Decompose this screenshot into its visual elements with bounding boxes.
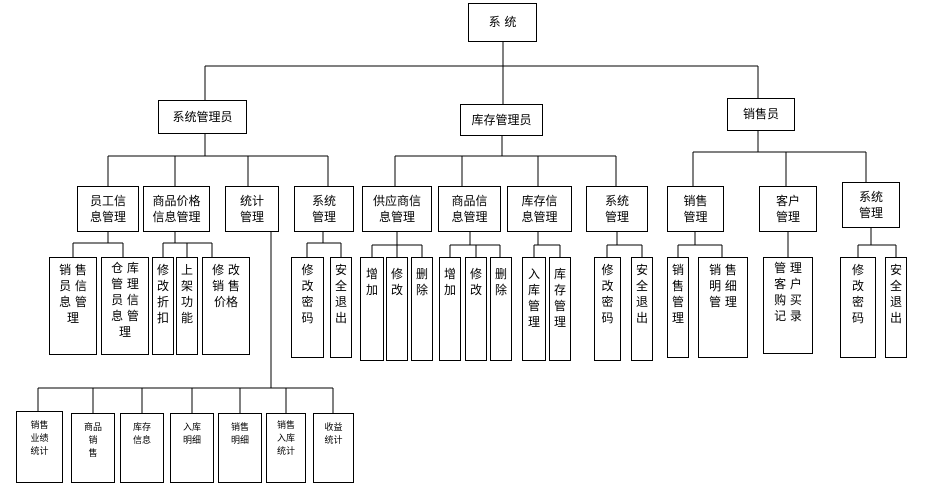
node-system-admin: 系统管理员	[158, 100, 247, 134]
node-inventory-info-mgmt: 库存信 息管理	[507, 186, 572, 232]
node-sales-mgmt: 销售 管理	[667, 186, 724, 232]
node-stock-sys-mgmt: 系统 管理	[586, 186, 648, 232]
leaf-goods-delete: 删 除	[490, 257, 512, 361]
leaf-supplier-edit: 修 改	[386, 257, 408, 361]
leaf-goods-edit: 修 改	[465, 257, 487, 361]
leaf-stock-safe-exit: 安 全 退 出	[631, 257, 653, 361]
leaf-goods-add: 增 加	[439, 257, 461, 361]
leaf-goods-sales-stats: 商品 销 售	[71, 413, 115, 483]
node-customer-mgmt: 客户 管理	[759, 186, 817, 232]
leaf-inventory-mgmt: 库 存 管 理	[549, 257, 571, 361]
leaf-sales-inbound-stats: 销售 入库 统计	[266, 413, 306, 483]
node-price-info-mgmt: 商品价格 信息管理	[143, 186, 210, 232]
leaf-customer-purchase-record: 管 理 客 户 购 买 记 录	[763, 257, 813, 354]
node-stock-admin: 库存管理员	[460, 104, 543, 136]
root-node: 系 统	[468, 3, 537, 42]
leaf-modify-discount: 修 改 折 扣	[152, 257, 174, 355]
leaf-sales-detail-mgmt: 销 售 明 细 管 理	[698, 257, 748, 358]
leaf-sales-change-password: 修 改 密 码	[840, 257, 876, 358]
leaf-modify-sale-price: 修 改 销 售 价格	[202, 257, 250, 355]
leaf-inbound-mgmt: 入 库 管 理	[522, 257, 546, 361]
leaf-inventory-info-stats: 库存 信息	[120, 413, 164, 483]
leaf-sales-detail-stats: 销售 明细	[218, 413, 262, 483]
node-staff-info-mgmt: 员工信 息管理	[77, 186, 139, 232]
node-stats-mgmt: 统计 管理	[225, 186, 279, 232]
node-salesperson: 销售员	[727, 98, 795, 131]
leaf-warehouse-staff-info: 仓 库 管 理 员 信 息 管 理	[101, 257, 149, 355]
leaf-sales-staff-info: 销 售 员 信 息 管 理	[49, 257, 97, 355]
leaf-supplier-add: 增 加	[360, 257, 384, 361]
leaf-supplier-delete: 删 除	[411, 257, 433, 361]
leaf-inbound-detail-stats: 入库 明细	[170, 413, 214, 483]
leaf-sales-safe-exit: 安 全 退 出	[885, 257, 907, 358]
node-sales-sys-mgmt: 系统 管理	[842, 182, 900, 228]
node-admin-sys-mgmt: 系统 管理	[294, 186, 354, 232]
leaf-sales-mgmt: 销 售 管 理	[667, 257, 689, 358]
leaf-profit-stats: 收益 统计	[313, 413, 354, 483]
node-goods-info-mgmt: 商品信 息管理	[438, 186, 501, 232]
leaf-admin-change-password: 修 改 密 码	[291, 257, 324, 358]
leaf-sales-performance-stats: 销售 业绩 统计	[16, 411, 63, 483]
leaf-admin-safe-exit: 安 全 退 出	[330, 257, 352, 358]
leaf-stock-change-password: 修 改 密 码	[594, 257, 621, 361]
leaf-shelf-function: 上 架 功 能	[176, 257, 198, 355]
node-supplier-info-mgmt: 供应商信 息管理	[362, 186, 432, 232]
